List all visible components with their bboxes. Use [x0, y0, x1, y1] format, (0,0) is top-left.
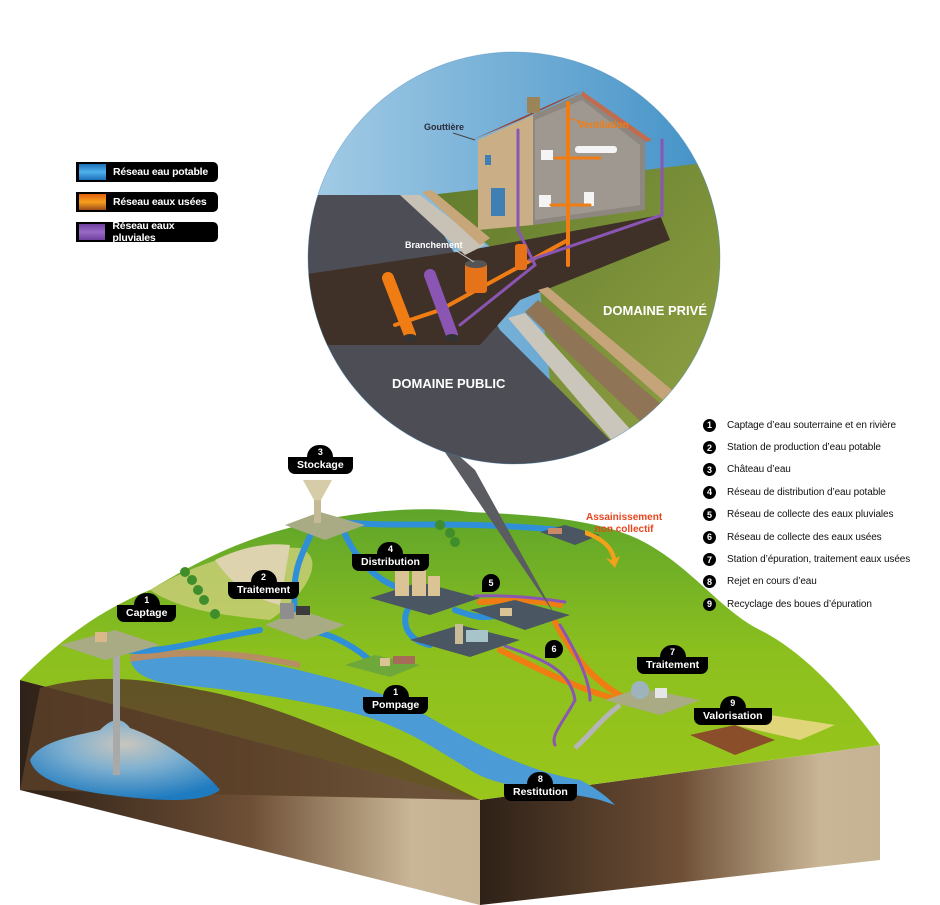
key-text: Station de production d’eau potable — [727, 442, 881, 454]
key-item: 8 Rejet en cours d’eau — [703, 571, 910, 593]
key-item: 7 Station d’épuration, traitement eaux us… — [703, 548, 910, 570]
tag-label: Stockage — [288, 457, 353, 474]
non-collective-label: Assainissement non collectif — [586, 512, 662, 536]
tag-label: Pompage — [363, 697, 429, 714]
pin-number: 5 — [488, 578, 494, 588]
connection-chamber — [465, 263, 487, 293]
key-number-badge: 4 — [703, 485, 716, 499]
private-domain-label: DOMAINE PRIVÉ — [603, 303, 708, 318]
wastewater-swatch — [79, 194, 106, 210]
key-item: 2 Station de production d’eau potable — [703, 436, 910, 458]
key-number-badge: 2 — [703, 441, 716, 455]
garden-wall — [422, 190, 490, 245]
key-item: 1 Captage d’eau souterraine et en rivière — [703, 414, 910, 436]
water-tower — [303, 480, 332, 523]
buildings — [95, 528, 667, 699]
key-number-badge: 7 — [703, 553, 716, 567]
key-number-badge: 1 — [703, 418, 716, 432]
tag-number: 8 — [527, 772, 554, 784]
callout-tail — [430, 430, 555, 615]
tag-number: 3 — [307, 445, 334, 457]
tag-label: Captage — [117, 605, 177, 622]
key-text: Rejet en cours d’eau — [727, 576, 817, 588]
house-inset — [308, 52, 720, 464]
legend-label: Réseau eaux usées — [113, 196, 207, 208]
tag-restitution: 8 Restitution — [504, 772, 577, 801]
connection-label: Branchement — [405, 240, 463, 250]
tag-pompage: 1 Pompage — [363, 685, 429, 714]
trees — [180, 520, 460, 619]
tag-number: 9 — [719, 696, 746, 708]
key-item: 6 Réseau de collecte des eaux usées — [703, 526, 910, 548]
sewer-pipe-stormwater — [424, 269, 458, 341]
tag-valorisation: 9 Valorisation — [694, 696, 772, 725]
well-pipe — [113, 655, 120, 775]
tag-traitement-potable: 2 Traitement — [228, 570, 300, 599]
key-number-badge: 9 — [703, 597, 716, 611]
pin-stormwater: 5 — [482, 574, 500, 592]
tag-traitement-usees: 7 Traitement — [637, 645, 709, 674]
key-text: Château d’eau — [727, 464, 791, 476]
non-collective-line1: Assainissement — [586, 512, 663, 523]
key-text: Réseau de distribution d’eau potable — [727, 486, 886, 498]
legend-label: Réseau eaux pluviales — [112, 220, 175, 244]
sewer-pipe-wastewater — [382, 272, 416, 341]
legend-item-stormwater: Réseau eaux pluviales — [76, 220, 218, 244]
key-text: Station d’épuration, traitement eaux usé… — [727, 554, 911, 566]
key-text: Captage d’eau souterraine et en rivière — [727, 419, 896, 431]
non-collective-line2: non collectif — [594, 524, 654, 535]
tag-label: Restitution — [504, 784, 577, 801]
tag-stockage: 3 Stockage — [288, 445, 353, 474]
key-item: 4 Réseau de distribution d’eau potable — [703, 481, 910, 503]
pin-wastewater: 6 — [545, 640, 563, 658]
network-legend: Réseau eau potable Réseau eaux usées Rés… — [76, 162, 218, 252]
aquifer — [30, 720, 220, 800]
tag-label: Distribution — [352, 554, 429, 571]
tag-captage: 1 Captage — [117, 593, 177, 622]
key-text: Réseau de collecte des eaux pluviales — [727, 509, 894, 521]
stormwater-network — [473, 594, 592, 747]
key-item: 9 Recyclage des boues d’épuration — [703, 593, 910, 615]
numbered-key: 1 Captage d’eau souterraine et en rivière… — [703, 414, 910, 616]
key-item: 5 Réseau de collecte des eaux pluviales — [703, 504, 910, 526]
key-item: 3 Château d’eau — [703, 459, 910, 481]
key-text: Réseau de collecte des eaux usées — [727, 531, 882, 543]
pin-number: 6 — [551, 644, 557, 654]
legend-item-potable: Réseau eau potable — [76, 162, 218, 182]
tag-number: 2 — [250, 570, 277, 582]
tag-label: Traitement — [637, 657, 709, 674]
key-number-badge: 5 — [703, 508, 716, 522]
sidewalk — [400, 195, 485, 255]
potable-swatch — [79, 164, 106, 180]
tag-number: 1 — [133, 593, 160, 605]
key-number-badge: 6 — [703, 530, 716, 544]
tag-number: 7 — [659, 645, 686, 657]
tag-label: Valorisation — [694, 708, 772, 725]
key-number-badge: 3 — [703, 463, 716, 477]
public-domain-label: DOMAINE PUBLIC — [392, 376, 506, 391]
river — [130, 654, 615, 805]
tag-number: 4 — [377, 542, 404, 554]
wastewater-network — [477, 597, 628, 703]
tag-label: Traitement — [228, 582, 300, 599]
tag-number: 1 — [382, 685, 409, 697]
gutter-label: Gouttière — [424, 122, 465, 132]
legend-label: Réseau eau potable — [113, 166, 209, 178]
non-collective-arrow — [585, 530, 620, 568]
ventilation-label: Ventilation — [578, 120, 629, 131]
tag-distribution: 4 Distribution — [352, 542, 429, 571]
legend-item-wastewater: Réseau eaux usées — [76, 192, 218, 212]
key-text: Recyclage des boues d’épuration — [727, 598, 872, 610]
key-number-badge: 8 — [703, 575, 716, 589]
stormwater-swatch — [79, 224, 106, 240]
soil-front-right — [480, 745, 880, 905]
